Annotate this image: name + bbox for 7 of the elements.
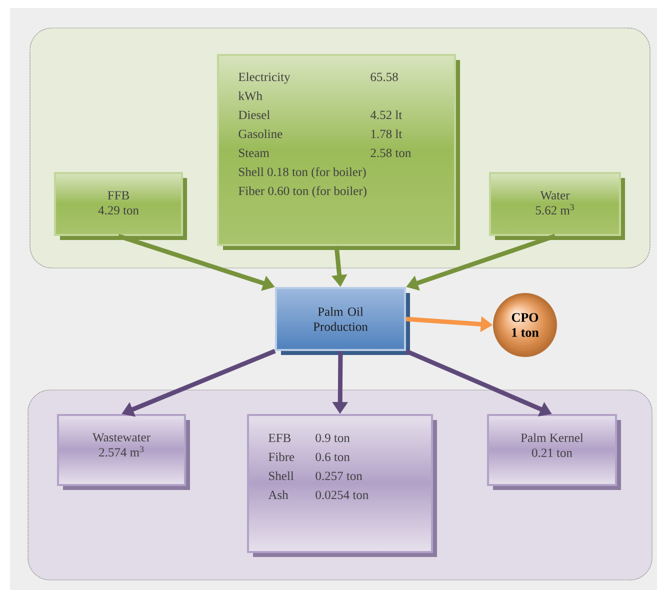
- input-box: FFB 4.29 ton: [54, 172, 187, 240]
- input-box: Electricity 65.58 kWh Diesel 4.52 lt Gasoline 1.78 lt Steam 2.58 ton Shell 0.18 ton (for boiler) Fiber 0.60 ton (for boiler): [217, 54, 460, 250]
- process-box: Palm Oil Production: [275, 287, 410, 355]
- output-box: Wastewater 2.574 m$^{3}$: [57, 414, 190, 490]
- input-box: Water 5.62 m$^{3}$: [489, 172, 625, 240]
- output-box: EFB 0.9 ton Fibre 0.6 ton Shell 0.257 ton Ash 0.0254 ton: [247, 414, 437, 557]
- output-box: Palm Kernel 0.21 ton: [487, 414, 621, 490]
